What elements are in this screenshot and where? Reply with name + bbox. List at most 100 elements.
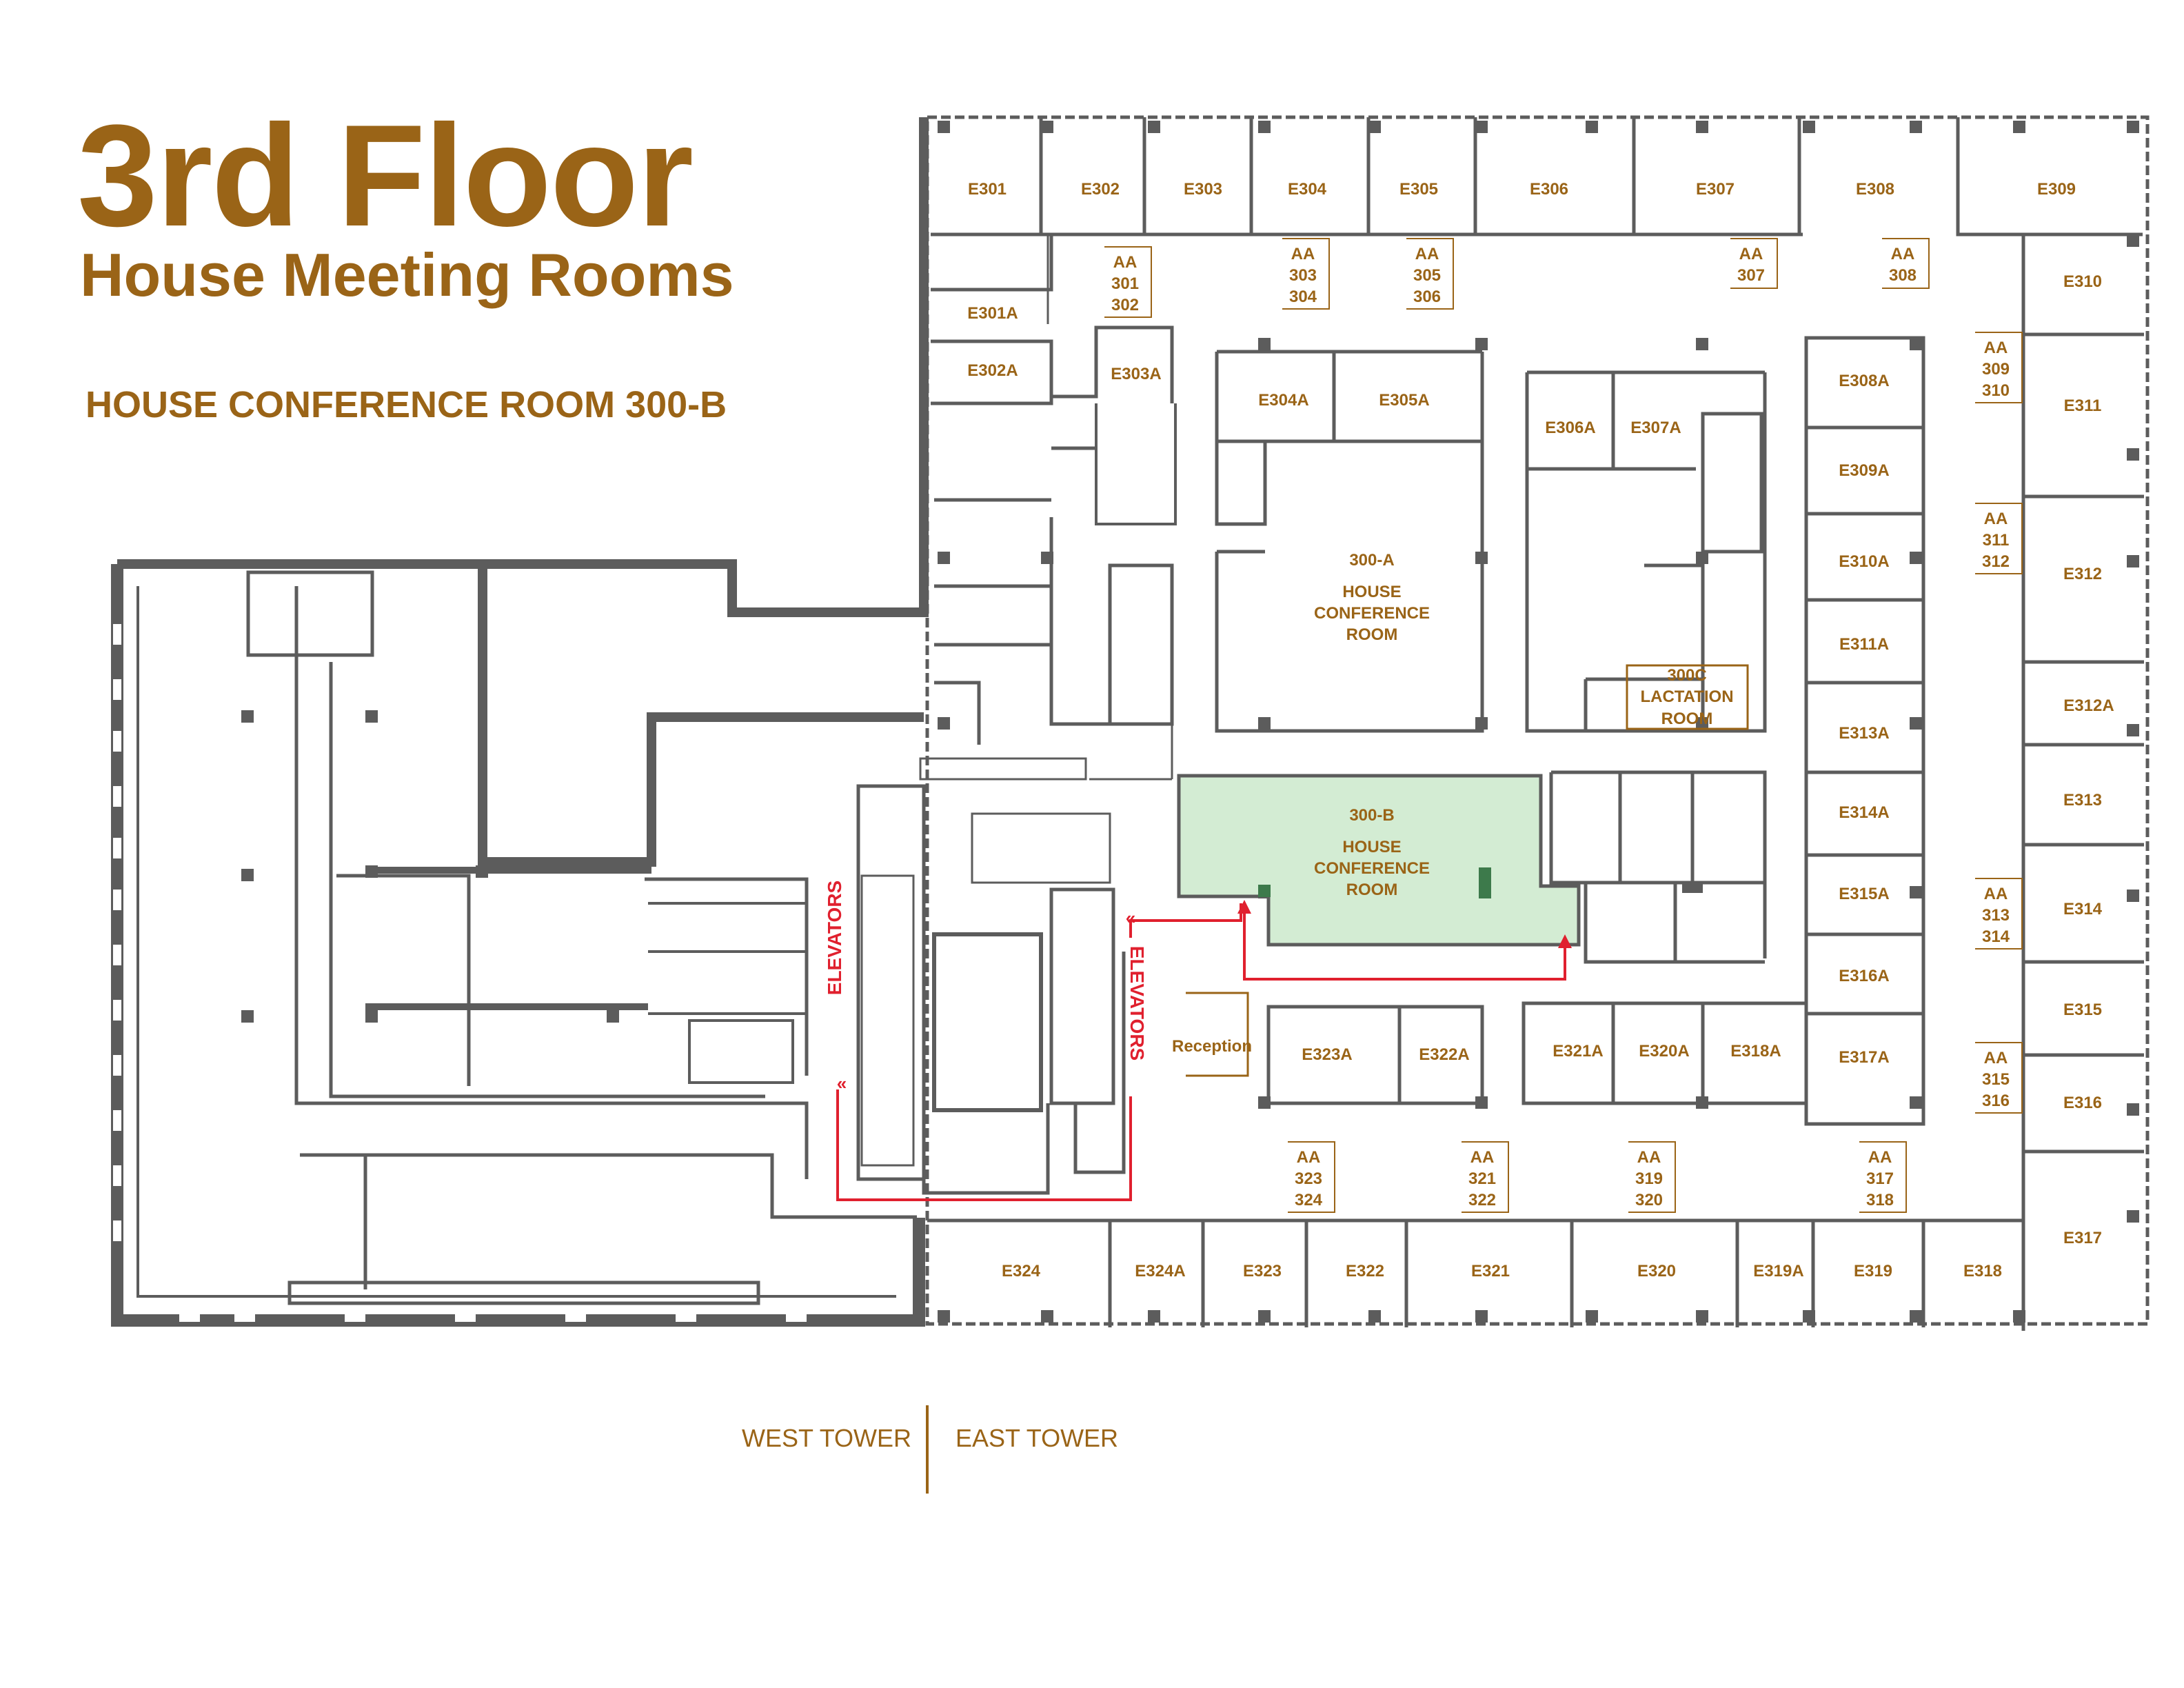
room-label[interactable]: E310A (1839, 552, 1889, 571)
room-label[interactable]: E321A (1553, 1042, 1603, 1061)
aa-bracket (1730, 238, 1778, 289)
room-label[interactable]: E311A (1839, 635, 1889, 654)
room-label[interactable]: E320 (1637, 1262, 1676, 1280)
room-label[interactable]: E318A (1730, 1042, 1781, 1061)
aa-room-label[interactable]: AA 307 (1730, 238, 1778, 289)
room-label[interactable]: E316 (2063, 1094, 2102, 1112)
room-label[interactable]: E316A (1839, 967, 1889, 985)
room-300c-line1: LACTATION (1640, 687, 1733, 706)
room-label[interactable]: E303 (1184, 180, 1222, 199)
room-label[interactable]: E313 (2063, 791, 2102, 810)
room-label[interactable]: E317 (2063, 1229, 2102, 1247)
aa-label-prefix: AA (1739, 245, 1763, 263)
aa-label-n1: 303 (1289, 266, 1317, 285)
room-label[interactable]: E306 (1530, 180, 1568, 199)
room-label[interactable]: E319A (1753, 1262, 1803, 1280)
room-300b-id: 300-B (1349, 806, 1394, 825)
room-labels: E301 E302 E303 E304 E305 E306 E307 E308 E309E301… (967, 180, 2114, 1280)
room-label[interactable]: E304A (1258, 391, 1308, 410)
lactation-room-300c[interactable]: 300C LACTATION ROOM (1626, 664, 1749, 730)
aa-bracket (1406, 238, 1454, 310)
room-label[interactable]: E308A (1839, 372, 1889, 390)
column-marker (1258, 885, 1271, 897)
room-label[interactable]: E311 (2064, 396, 2102, 415)
room-300b-line1: HOUSE (1342, 838, 1401, 856)
room-label[interactable]: E317A (1839, 1048, 1889, 1067)
room-label[interactable]: E318 (1963, 1262, 2002, 1280)
aa-label-n1: 307 (1737, 266, 1765, 285)
aa-label-prefix: AA (1637, 1148, 1661, 1167)
room-label[interactable]: E324A (1135, 1262, 1185, 1280)
aa-bracket (1282, 238, 1330, 310)
room-label[interactable]: E310 (2063, 272, 2102, 291)
chevron-up-icon: « (1126, 907, 1135, 928)
room-label[interactable]: E304 (1288, 180, 1327, 199)
room-label[interactable]: E309 (2037, 180, 2076, 199)
room-300a-line2: CONFERENCE (1314, 604, 1430, 623)
room-label[interactable]: E303A (1111, 365, 1161, 383)
room-label[interactable]: E312A (2063, 696, 2114, 715)
aa-label-n1: 309 (1982, 360, 2010, 379)
room-label[interactable]: E301A (967, 304, 1018, 323)
aa-label-n1: 311 (1983, 531, 2010, 550)
room-label[interactable]: E305 (1399, 180, 1438, 199)
room-label[interactable]: E301 (968, 180, 1007, 199)
room-label[interactable]: E322 (1346, 1262, 1384, 1280)
room-label[interactable]: E312 (2063, 565, 2102, 583)
aa-label-n1: 313 (1982, 906, 2010, 925)
room-label[interactable]: E323 (1243, 1262, 1282, 1280)
aa-bracket (1882, 238, 1930, 289)
aa-label-n2: 312 (1982, 552, 2010, 571)
room-300b-line3: ROOM (1346, 881, 1398, 899)
room-label[interactable]: E305A (1379, 391, 1429, 410)
aa-bracket (1975, 332, 2023, 403)
aa-label-prefix: AA (1984, 1049, 2008, 1067)
west-tower-label: WEST TOWER (742, 1424, 912, 1452)
room-label[interactable]: E308 (1856, 180, 1894, 199)
aa-label-n2: 314 (1982, 927, 2010, 946)
room-300c-line2: ROOM (1661, 710, 1713, 728)
aa-bracket (1975, 878, 2023, 950)
aa-label-prefix: AA (1470, 1148, 1495, 1167)
conference-room-300b-highlight[interactable] (1177, 774, 1581, 947)
room-label[interactable]: E324 (1002, 1262, 1041, 1280)
room-label[interactable]: E315A (1839, 885, 1889, 903)
conference-room-300b[interactable]: 300-B HOUSE CONFERENCE ROOM (1314, 806, 1430, 899)
aa-bracket (1462, 1141, 1509, 1213)
aa-label-prefix: AA (1984, 885, 2008, 903)
aa-label-prefix: AA (1984, 510, 2008, 528)
room-label[interactable]: E321 (1471, 1262, 1510, 1280)
room-label[interactable]: E319 (1854, 1262, 1892, 1280)
aa-label-n1: 319 (1635, 1169, 1663, 1188)
room-label[interactable]: E307A (1630, 419, 1681, 437)
aa-label-n2: 318 (1866, 1191, 1894, 1209)
room-label[interactable]: E314A (1839, 803, 1889, 822)
room-label[interactable]: E314 (2063, 900, 2103, 918)
room-label[interactable]: E320A (1639, 1042, 1689, 1061)
aa-room-label[interactable]: AA 311 312 (1975, 503, 2023, 574)
aa-label-n1: 301 (1111, 274, 1139, 293)
room-label[interactable]: E323A (1302, 1045, 1352, 1064)
aa-room-label[interactable]: AA 313 314 (1975, 878, 2023, 950)
room-label[interactable]: E302 (1081, 180, 1120, 199)
room-label[interactable]: E307 (1696, 180, 1735, 199)
room-label[interactable]: E302A (967, 361, 1018, 380)
room-label[interactable]: E306A (1545, 419, 1595, 437)
room-label[interactable]: E313A (1839, 724, 1889, 743)
chevron-up-icon: « (837, 1073, 847, 1094)
aa-label-prefix: AA (1891, 245, 1915, 263)
room-label[interactable]: E315 (2063, 1001, 2102, 1019)
room-label[interactable]: E322A (1419, 1045, 1469, 1064)
conference-room-300a[interactable]: 300-A HOUSE CONFERENCE ROOM (1314, 551, 1430, 644)
room-label[interactable]: E309A (1839, 461, 1889, 480)
